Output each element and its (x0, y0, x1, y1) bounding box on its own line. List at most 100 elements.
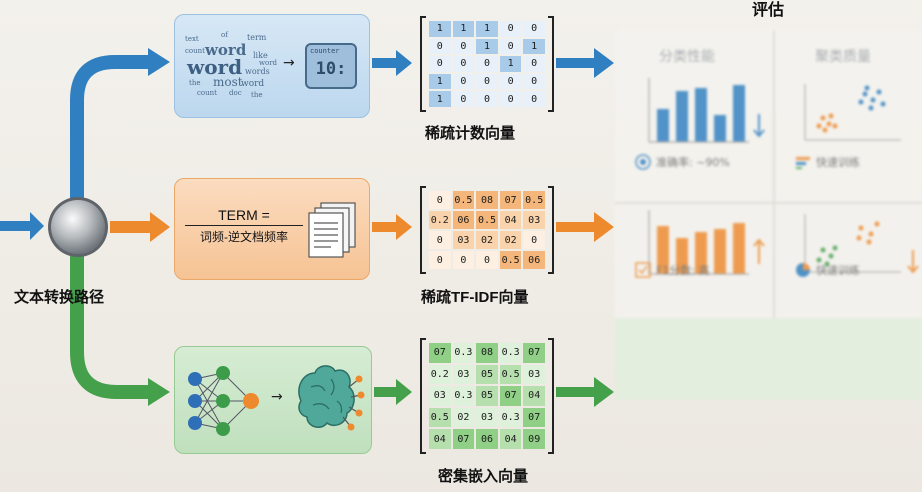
right-arrow-icon: → (283, 55, 295, 71)
matrix-cell: 0 (429, 251, 451, 269)
matrix-cell: 0.5 (499, 251, 522, 269)
orange-card-arrow (372, 214, 412, 240)
matrix-cell: 07 (499, 386, 522, 406)
document-stack-icon (308, 202, 356, 258)
word-cloud-word: most (213, 75, 243, 89)
matrix-cell: 0 (523, 231, 545, 249)
matrix-bracket-right (548, 16, 554, 112)
matrix-cell: 0.5 (499, 364, 522, 385)
matrix-bracket-right (548, 338, 554, 454)
counter-value: 10: (315, 59, 347, 79)
hub-node (48, 197, 108, 257)
matrix-cell: 03 (523, 211, 545, 229)
tfidf-term-name: 词频-逆文档频率 (200, 230, 288, 244)
matrix-cell: 0.5 (452, 191, 475, 209)
matrix-cell: 0.2 (429, 211, 451, 229)
eval-bar (657, 226, 669, 274)
matrix-cell: 0 (476, 73, 498, 90)
matrix-cell: 08 (476, 191, 498, 209)
count-vectorizer-card: word word like most words text term word… (174, 14, 370, 118)
matrix-cell: 1 (476, 38, 498, 55)
panel-divider-vertical (773, 30, 775, 400)
matrix-cell: 0 (523, 91, 545, 107)
matrix-cell: 0 (476, 56, 498, 72)
checkbox-icon (635, 262, 651, 278)
matrix-cell: 05 (476, 386, 498, 406)
f1-metric-text: F1分数: 高 (656, 264, 710, 277)
eval-bar (676, 91, 688, 142)
dense-embedding-caption: 密集嵌入向量 (438, 468, 529, 485)
matrix-cell: 0 (429, 191, 451, 209)
word-cloud-word: term (247, 33, 267, 42)
matrix-cell: 0 (452, 56, 475, 72)
accuracy-metric-text: 准确率: ~90% (656, 156, 730, 169)
cluster-scatter-bottom (804, 214, 919, 274)
input-arrow (0, 212, 44, 240)
matrix-cell: 1 (499, 56, 522, 72)
matrix-cell: 0 (476, 91, 498, 107)
matrix-cell: 0 (523, 56, 545, 72)
panel-green-band (615, 318, 922, 400)
counter-label: counter (310, 47, 340, 55)
matrix-cell: 03 (523, 364, 545, 385)
classification-bar-chart-bottom (648, 210, 765, 275)
matrix-cell: 0 (429, 38, 451, 55)
hub-label: 文本转换路径 (14, 289, 105, 306)
eval-bar (695, 232, 707, 274)
matrix-cell: 0 (429, 56, 451, 72)
matrix-cell: 1 (523, 38, 545, 55)
clustering-header: 聚类质量 (815, 49, 871, 65)
matrix-cell: 04 (499, 211, 522, 229)
matrix-cell: 0 (499, 91, 522, 107)
blue-eval-arrow (556, 48, 614, 78)
matrix-cell: 07 (452, 429, 475, 449)
fast-training-metric-top: 快速训练 (795, 154, 860, 170)
word-cloud-word: word (187, 55, 243, 79)
matrix-cell: 1 (476, 21, 498, 37)
accuracy-metric: 准确率: ~90% (635, 154, 730, 170)
tfidf-term-label: TERM = (185, 207, 303, 226)
word-cloud-word: words (245, 67, 270, 76)
matrix-cell: 1 (429, 91, 451, 107)
matrix-bracket-left (420, 186, 426, 274)
matrix-cell: 0.3 (452, 343, 475, 363)
eval-bar (714, 229, 726, 274)
matrix-cell: 0 (499, 38, 522, 55)
panel-divider-horizontal (615, 202, 922, 204)
eval-bar (676, 238, 688, 274)
matrix-cell: 03 (429, 386, 451, 406)
brain-icon (298, 365, 365, 431)
word-cloud-word: the (251, 91, 263, 99)
green-card-arrow (374, 379, 412, 405)
matrix-cell: 04 (429, 429, 451, 449)
matrix-cell: 0.3 (499, 407, 522, 428)
matrix-cell: 03 (452, 364, 475, 385)
matrix-cell: 0 (452, 251, 475, 269)
blue-card-arrow (372, 50, 412, 76)
sparse-tfidf-caption: 稀疏TF-IDF向量 (421, 289, 529, 306)
word-cloud-word: word (241, 79, 265, 89)
counter-icon: counter 10: (305, 43, 357, 89)
cluster-scatter-top (804, 84, 901, 141)
evaluation-title: 评估 (752, 2, 785, 19)
matrix-cell: 04 (523, 386, 545, 406)
word-cloud-word: word (259, 59, 278, 67)
eval-bar (733, 85, 745, 142)
green-path-arrow (70, 255, 170, 406)
matrix-cell: 0 (452, 73, 475, 90)
matrix-cell: 03 (476, 407, 498, 428)
word-cloud: word word like most words text term word… (185, 29, 277, 103)
tfidf-card: TERM = 词频-逆文档频率 (174, 178, 370, 280)
matrix-cell: 07 (429, 343, 451, 363)
matrix-cell: 04 (499, 429, 522, 449)
matrix-bracket-right (548, 186, 554, 274)
fast-training-text-bottom: 快速训练 (816, 264, 860, 277)
eval-bar (657, 109, 669, 142)
matrix-cell: 0 (452, 91, 475, 107)
word-cloud-word: the (189, 79, 201, 87)
matrix-cell: 0 (523, 21, 545, 37)
fast-training-metric-bottom: 快速训练 (795, 262, 860, 278)
